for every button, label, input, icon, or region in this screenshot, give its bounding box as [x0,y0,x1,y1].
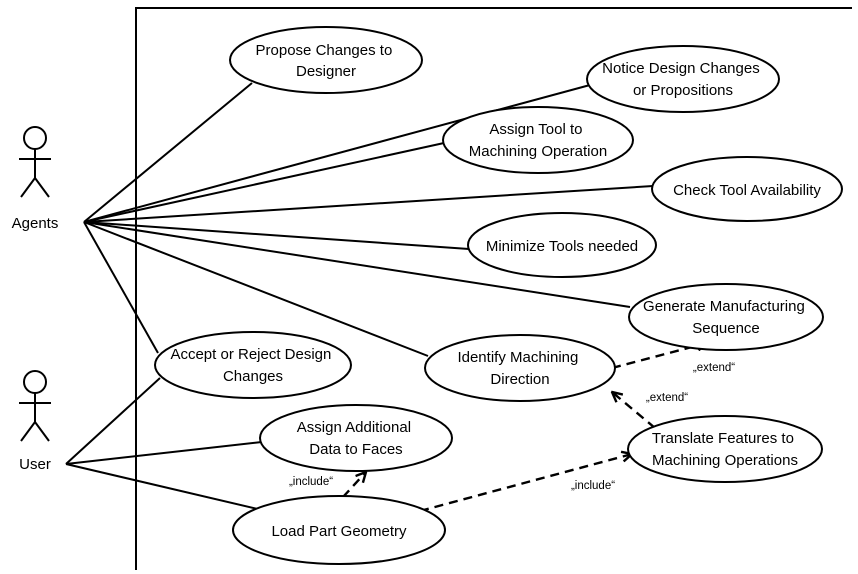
extend-label: „extend“ [693,362,735,374]
use-case-generate-manufacturing-sequence: Generate Manufacturing Sequence [628,283,824,351]
association-line [83,221,159,354]
stick-figure-icon [19,126,51,198]
association-line [65,377,161,465]
association-line [83,221,429,357]
use-case-check-tool-availability: Check Tool Availability [651,156,843,222]
actor-agents: Agents [12,126,59,232]
extend-label: „extend“ [646,392,688,404]
actor-label: User [19,456,51,473]
association-line [83,221,470,250]
associations [65,82,654,511]
association-line [83,185,654,223]
use-case-notice-design-changes: Notice Design Changes or Propositions [586,45,780,113]
extend-arrow [612,392,656,429]
association-line [83,142,445,223]
system-boundary [135,7,852,570]
actor-user: User [19,370,51,473]
svg-text:Propose Changes to Desig: Propose Changes to Designer [256,42,397,80]
svg-text:Identify Machining Direc: Identify Machining Direction [457,349,582,388]
association-line [83,221,631,308]
use-case-load-part-geometry: Load Part Geometry [232,495,446,565]
stick-figure-icon [19,370,51,442]
actor-label: Agents [12,215,59,232]
svg-text:Load Part Geometry: Load Part Geometry [271,523,407,540]
use-case-propose-changes: Propose Changes to Designer [229,26,423,94]
include-label: „include“ [571,480,615,492]
svg-text:Accept or Reject Design: Accept or Reject Design Changes [170,346,335,385]
association-line [65,463,263,511]
include-arrow [419,454,632,513]
include-arrow [342,472,366,498]
svg-text:Assign Additional Data t: Assign Additional Data to Faces [297,419,415,458]
svg-text:Assign Tool to Machining: Assign Tool to Machining Operation [469,121,607,160]
use-case-assign-tool: Assign Tool to Machining Operation [442,106,634,174]
association-line [65,441,263,465]
svg-text:Notice Design Changes or: Notice Design Changes or Propositions [602,60,764,99]
use-case-assign-additional-data: Assign Additional Data to Faces [259,404,453,472]
svg-text:Minimize Tools needed: Minimize Tools needed [486,238,638,255]
use-case-minimize-tools: Minimize Tools needed [467,212,657,278]
association-line [83,82,253,223]
association-line [83,84,591,223]
use-case-translate-features: Translate Features to Machining Operatio… [627,415,823,483]
svg-text:Check Tool Availability: Check Tool Availability [673,182,821,199]
use-case-identify-machining-direction: Identify Machining Direction [424,334,616,402]
use-case-accept-reject-changes: Accept or Reject Design Changes [154,331,352,399]
svg-text:Generate Manufacturing S: Generate Manufacturing Sequence [643,298,809,337]
include-label: „include“ [289,476,333,488]
svg-text:Translate Features to Ma: Translate Features to Machining Operatio… [652,430,798,469]
